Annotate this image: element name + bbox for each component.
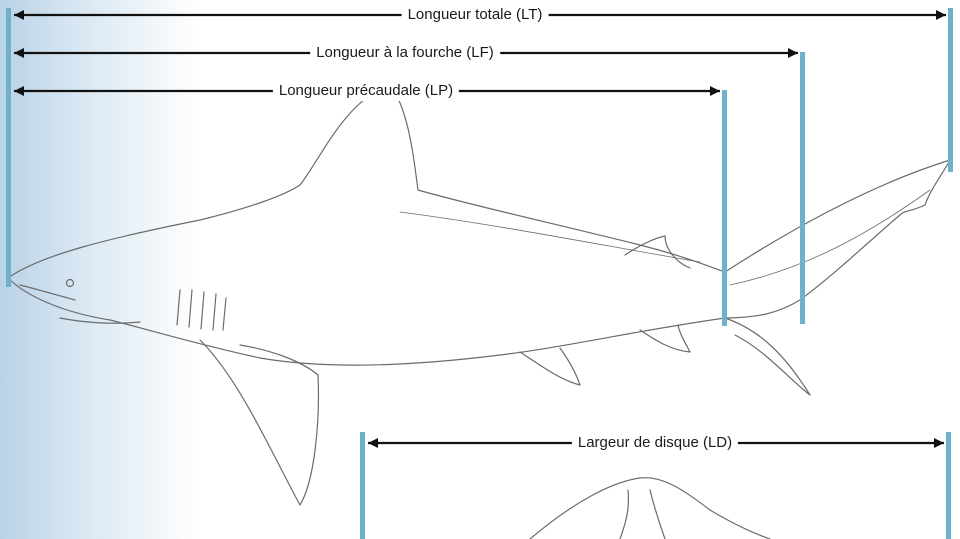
shark-pectoral-fin <box>200 340 318 505</box>
shark-ventral-outline <box>8 278 725 365</box>
disc-left-bar <box>360 432 365 539</box>
disc-width-label: Largeur de disque (LD) <box>572 433 738 453</box>
shark-eye <box>67 280 74 287</box>
shark-upper-caudal-lobe <box>725 160 950 318</box>
shark-lower-caudal-lobe <box>725 318 810 395</box>
shark-dorsal-outline <box>8 85 725 278</box>
disc-right-bar <box>946 432 951 539</box>
shark-second-dorsal-fin <box>625 236 690 268</box>
fork-end-bar <box>800 52 805 324</box>
precaudal-end-bar <box>722 90 727 326</box>
total-end-bar <box>948 8 953 172</box>
marker-bars <box>6 8 953 539</box>
shark-anal-fin <box>640 325 690 352</box>
shark-illustration <box>8 85 950 539</box>
fork-length-label: Longueur à la fourche (LF) <box>310 43 500 63</box>
shark-gill-slits <box>177 290 226 330</box>
measurement-arrows <box>14 15 946 443</box>
precaudal-length-label: Longueur précaudale (LP) <box>273 81 459 101</box>
snout-reference-bar <box>6 8 11 287</box>
shark-pelvic-fin <box>520 348 580 385</box>
total-length-label: Longueur totale (LT) <box>402 5 549 25</box>
ray-disc-outline <box>530 478 770 539</box>
